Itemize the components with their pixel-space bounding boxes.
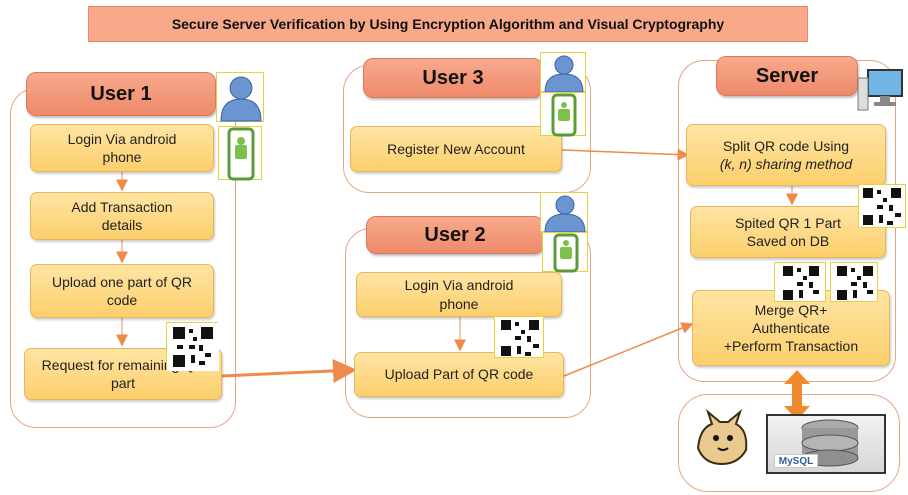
qr-code-icon-server-split (858, 184, 906, 228)
user2-step-login: Login Via android phone (356, 272, 562, 317)
user1-step-login: Login Via android phone (30, 124, 214, 172)
user2-step-upload: Upload Part of QR code (354, 352, 564, 397)
user3-header: User 3 (363, 58, 543, 98)
user1-phone-icon (218, 126, 262, 181)
server-step-split-line2: (k, n) sharing method (719, 156, 853, 172)
server-step-merge-line2: Authenticate (752, 319, 830, 336)
u2-to-server-arrow (563, 322, 694, 377)
u1-to-u2-arrow (221, 358, 357, 383)
tomcat-icon (688, 408, 758, 468)
server-step-merge: Merge QR+ Authenticate +Perform Transact… (692, 290, 890, 366)
server-step-split-line1: Split QR code Using (722, 137, 850, 154)
qr-code-icon-server-merge-2 (830, 262, 878, 302)
qr-code-icon-user1 (166, 322, 219, 371)
user1-step-upload-qr: Upload one part of QR code (30, 264, 214, 318)
qr-code-icon-user2 (494, 316, 544, 358)
user2-person-icon (540, 192, 588, 233)
user2-phone-icon (542, 232, 588, 273)
qr-pattern (167, 323, 219, 371)
server-db-double-arrow (784, 370, 810, 420)
user3-person-icon (540, 52, 586, 93)
server-step-merge-line3: +Perform Transaction (723, 338, 859, 355)
diagram-title: Secure Server Verification by Using Encr… (88, 6, 808, 42)
user3-step-register: Register New Account (350, 126, 562, 172)
user3-phone-icon (540, 92, 586, 137)
server-step-merge-line1: Merge QR+ (754, 301, 828, 318)
user2-header: User 2 (366, 216, 544, 254)
u3-to-server-arrow (561, 148, 690, 161)
computer-icon (856, 66, 906, 112)
user1-person-icon (216, 72, 264, 122)
server-header: Server (716, 56, 858, 96)
user1-step-add-transaction: Add Transaction details (30, 192, 214, 240)
mysql-logo: MySQL (774, 454, 818, 468)
qr-code-icon-server-merge-1 (774, 262, 826, 302)
server-step-saved: Spited QR 1 Part Saved on DB (690, 206, 886, 258)
server-step-split: Split QR code Using (k, n) sharing metho… (686, 124, 886, 186)
user1-header: User 1 (26, 72, 216, 116)
